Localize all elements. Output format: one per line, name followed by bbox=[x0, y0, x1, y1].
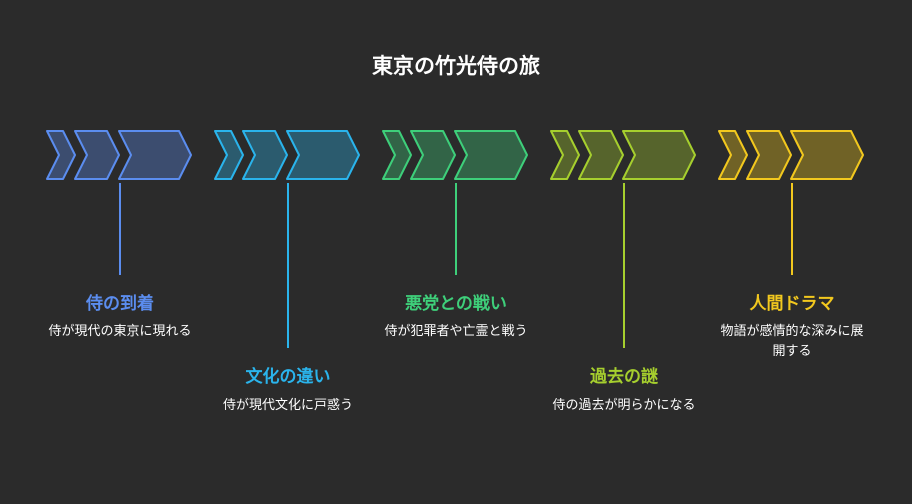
stage-1-description: 侍が現代の東京に現れる bbox=[48, 324, 192, 339]
stage-5-description: 物語が感情的な深みに展開する bbox=[720, 324, 864, 359]
stage-1-title: 侍の到着 bbox=[86, 294, 154, 314]
stage-2-chevron-2 bbox=[242, 130, 288, 180]
stage-1-chevron-3 bbox=[118, 130, 192, 180]
stage-1-chevron-2 bbox=[74, 130, 120, 180]
stage-1-chevron-1 bbox=[46, 130, 76, 180]
stage-5-chevron-2 bbox=[746, 130, 792, 180]
stage-2-description: 侍が現代文化に戸惑う bbox=[222, 398, 353, 413]
stage-3-description: 侍が犯罪者や亡霊と戦う bbox=[384, 324, 528, 339]
stage-3-chevron-2 bbox=[410, 130, 456, 180]
stage-4-title: 過去の謎 bbox=[590, 367, 658, 387]
stage-3-chevron-3 bbox=[454, 130, 528, 180]
stage-4-chevron-3 bbox=[622, 130, 696, 180]
stage-5-chevron-3 bbox=[790, 130, 864, 180]
stage-3-title: 悪党との戦い bbox=[405, 294, 507, 314]
stage-4-chevron-1 bbox=[550, 130, 580, 180]
stage-2-title: 文化の違い bbox=[245, 367, 331, 387]
stage-3-chevron-1 bbox=[382, 130, 412, 180]
stage-4-chevron-2 bbox=[578, 130, 624, 180]
stage-4-description: 侍の過去が明らかになる bbox=[552, 398, 696, 413]
diagram-title: 東京の竹光侍の旅 bbox=[372, 54, 540, 78]
stage-2-chevron-1 bbox=[214, 130, 244, 180]
stage-5-title: 人間ドラマ bbox=[749, 294, 835, 314]
stage-5-chevron-1 bbox=[718, 130, 748, 180]
stage-2-chevron-3 bbox=[286, 130, 360, 180]
